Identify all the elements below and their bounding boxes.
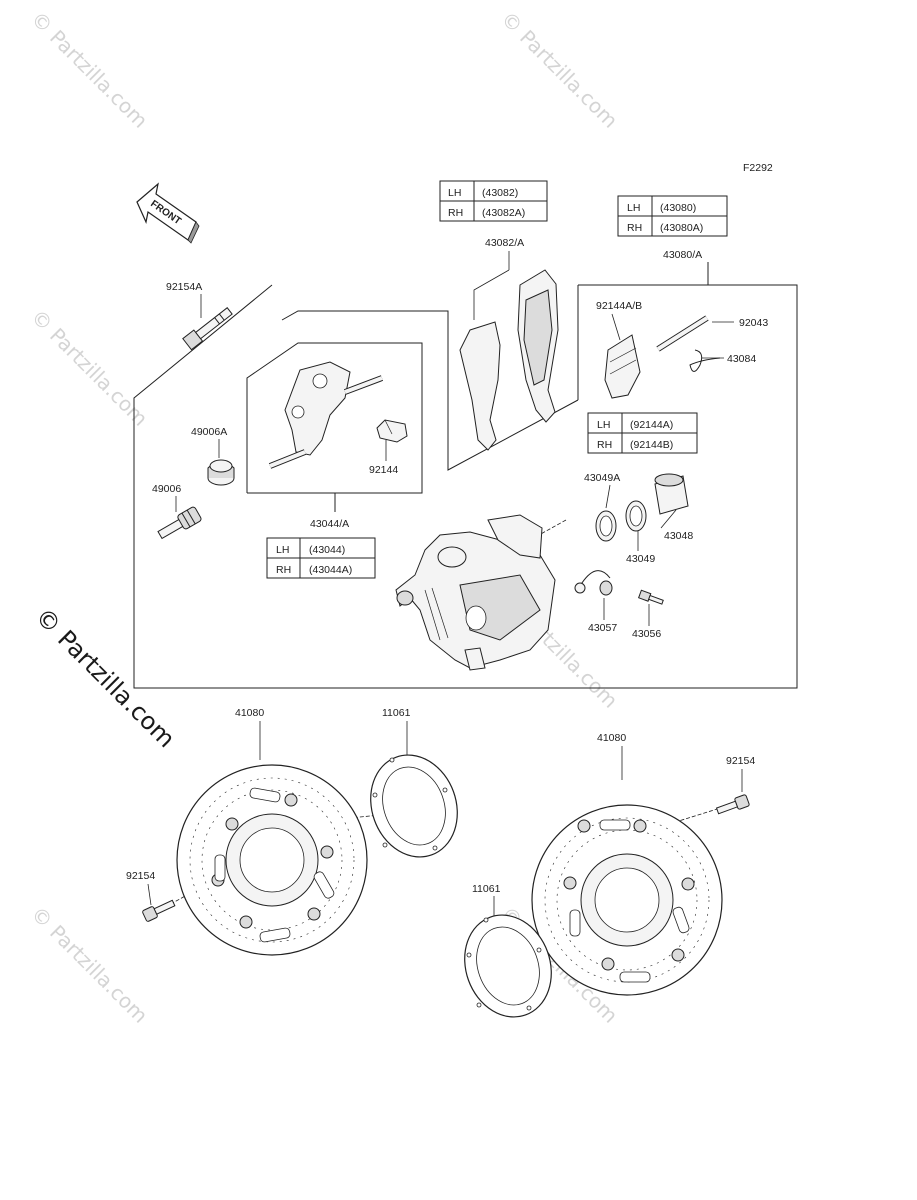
table-lh-label: LH [627,202,640,214]
bolt-92154-left [142,899,176,922]
diagram-code: F2292 [743,162,773,174]
r-clip-43084 [689,349,721,372]
label-43056[interactable]: 43056 [632,628,661,640]
label-49006A[interactable]: 49006A [191,426,227,438]
seal-43049A [595,510,617,542]
bolt-92154-right [715,794,750,815]
label-43048[interactable]: 43048 [664,530,693,542]
table-lh-part: (92144A) [630,419,673,431]
bracket-frame [246,342,423,494]
bleeder-43056 [637,589,664,605]
brake-disc-left-41080 [176,764,368,956]
label-92154A[interactable]: 92154A [166,281,202,293]
table-lh-label: LH [448,187,461,199]
label-92154-right[interactable]: 92154 [726,755,755,767]
pin-49006 [157,506,202,540]
table-92144: LH (92144A) RH (92144B) [587,412,698,454]
table-43080: LH (43080) RH (43080A) [617,195,728,237]
cap-43057 [574,570,613,596]
label-11061-bottom[interactable]: 11061 [472,883,501,895]
table-rh-part: (43082A) [482,207,525,219]
label-43080A[interactable]: 43080/A [663,249,702,261]
table-43082: LH (43082) RH (43082A) [439,180,548,222]
piston-43048 [654,473,689,515]
assembly-frame [133,284,798,689]
brake-pads-43082 [459,269,559,451]
brake-disc-right-41080 [531,804,723,996]
front-arrow-icon: FRONT [136,182,200,244]
label-43044A[interactable]: 43044/A [310,518,349,530]
table-lh-part: (43044) [309,544,345,556]
table-rh-label: RH [448,207,463,219]
table-lh-label: LH [597,419,610,431]
label-11061-top[interactable]: 11061 [382,707,411,719]
label-43057[interactable]: 43057 [588,622,617,634]
gasket-top-11061 [370,754,458,858]
watermark-5: © Partzilla.com [26,902,152,1028]
label-43049A[interactable]: 43049A [584,472,620,484]
pad-spring-92144AB [604,334,641,399]
table-rh-label: RH [627,222,642,234]
pad-pin-92043 [656,315,709,352]
label-92144[interactable]: 92144 [369,464,398,476]
table-rh-label: RH [597,439,612,451]
label-92154-left[interactable]: 92154 [126,870,155,882]
caliper-body [395,514,556,671]
label-49006[interactable]: 49006 [152,483,181,495]
label-43082A[interactable]: 43082/A [485,237,524,249]
table-rh-part: (92144B) [630,439,673,451]
watermark-main: © Partzilla.com [30,602,181,753]
label-41080-right[interactable]: 41080 [597,732,626,744]
label-43049[interactable]: 43049 [626,553,655,565]
table-rh-part: (43080A) [660,222,703,234]
label-43084[interactable]: 43084 [727,353,756,365]
seal-43049 [625,500,647,532]
watermark-2: © Partzilla.com [496,7,622,133]
table-lh-part: (43082) [482,187,518,199]
bolt-92154A [182,307,233,351]
table-lh-part: (43080) [660,202,696,214]
label-92144AB[interactable]: 92144A/B [596,300,642,312]
label-41080-left[interactable]: 41080 [235,707,264,719]
table-43044: LH (43044) RH (43044A) [266,537,376,579]
boot-49006A [207,459,235,486]
gasket-bottom-11061 [464,914,552,1018]
clip-92144 [376,419,408,443]
watermark-1: © Partzilla.com [26,7,152,133]
caliper-bracket-43044 [268,361,384,469]
table-lh-label: LH [276,544,289,556]
table-rh-label: RH [276,564,291,576]
label-92043[interactable]: 92043 [739,317,768,329]
part-labels: 92154A 49006A 49006 43044/A 92144 43082/… [126,237,768,895]
table-rh-part: (43044A) [309,564,352,576]
